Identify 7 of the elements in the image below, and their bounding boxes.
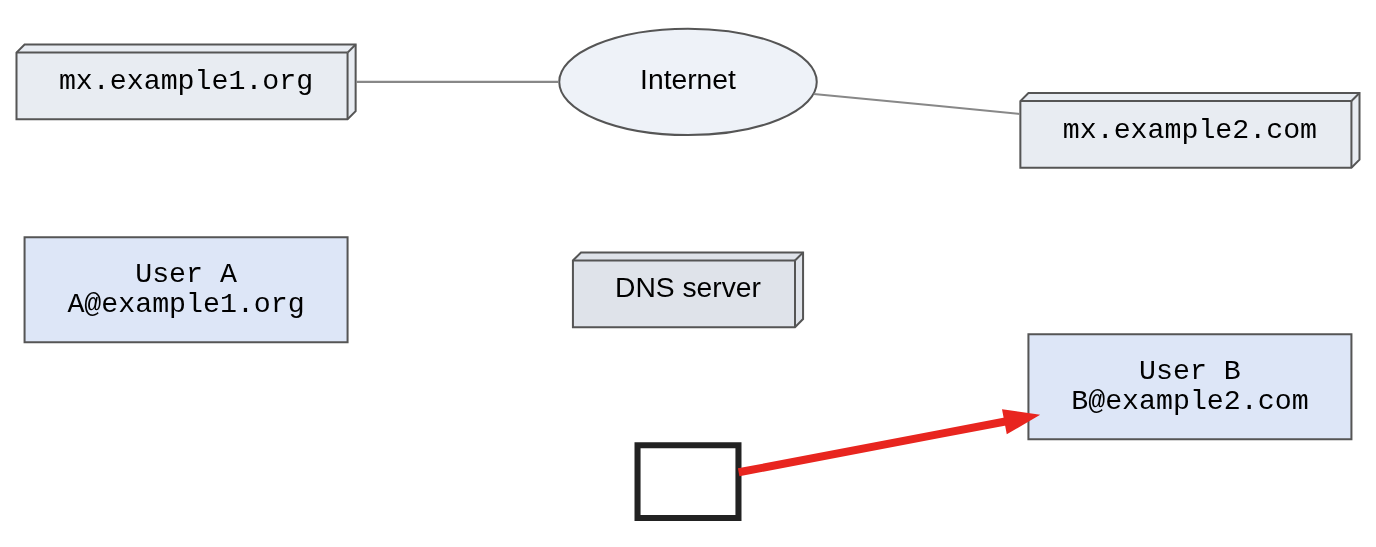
node-ellipse: Internet: [558, 27, 818, 137]
node-box: User A A@example1.org: [23, 236, 349, 344]
arrow: [737, 409, 1041, 477]
node-box: User B B@example2.com: [1027, 333, 1353, 441]
connector: [355, 80, 559, 83]
connector: [813, 92, 1020, 115]
node-box: [634, 442, 742, 521]
